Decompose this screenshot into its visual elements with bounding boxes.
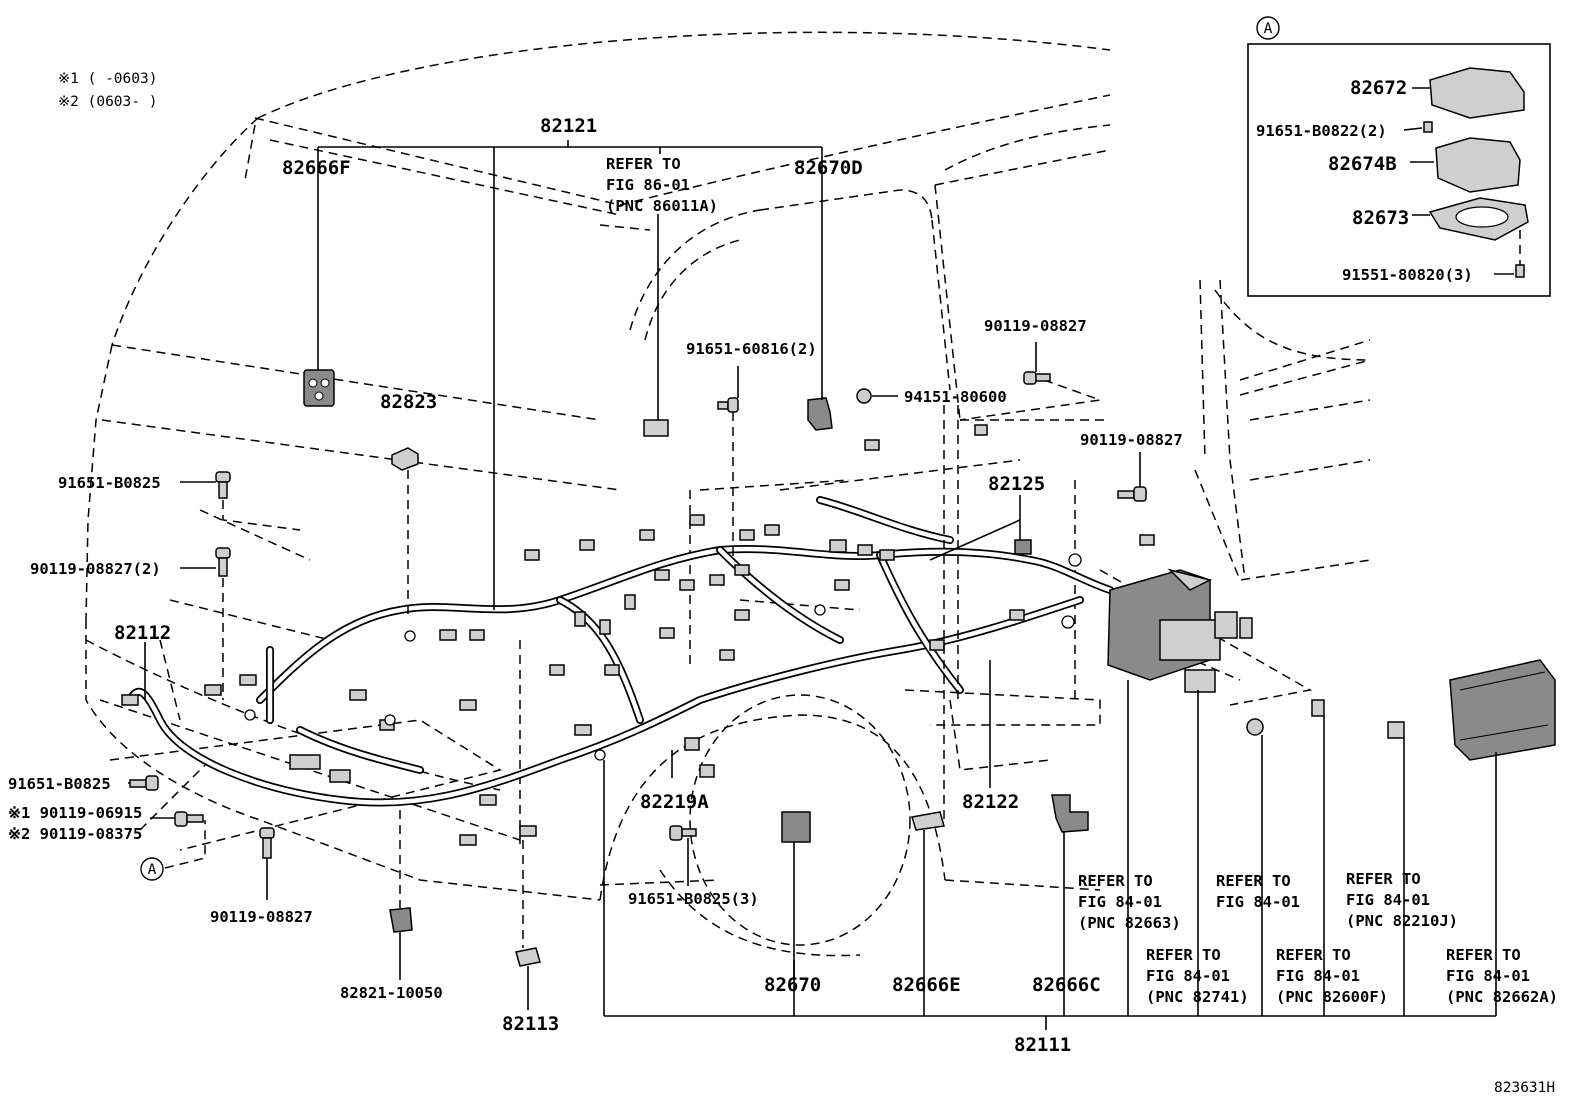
label-82823: 82823 [380,391,437,413]
marker-a: A [148,862,157,878]
ref-82600f-line3: (PNC 82600F) [1276,988,1388,1006]
inset-detail-a: A 82672 91651-B0822(2) 82674B 82673 9155… [1247,16,1551,297]
inset-marker: A [1264,21,1273,37]
label-91651-60816: 91651-60816(2) [686,340,817,358]
label-90119-08827-right: 90119-08827 [1080,431,1183,449]
ref-82741-line1: REFER TO [1146,946,1221,964]
label-82122: 82122 [962,791,1019,813]
inset-label-82672: 82672 [1350,77,1407,99]
harness-connectors [121,424,1155,846]
ref-82210j-line2: FIG 84-01 [1346,891,1430,909]
ref-fig84-line1: REFER TO [1216,872,1291,890]
inset-label-82674b: 82674B [1328,153,1397,175]
label-90119-08827-bottom: 90119-08827 [210,908,313,926]
ref-82210j-line1: REFER TO [1346,870,1421,888]
vehicle-body-outline [85,31,1371,957]
ref-fig84-line2: FIG 84-01 [1216,893,1300,911]
label-82821-10050: 82821-10050 [340,984,443,1002]
label-82121: 82121 [540,115,597,137]
ref-82662a-line2: FIG 84-01 [1446,967,1530,985]
inset-label-91551-80820: 91551-80820(3) [1342,266,1473,284]
ref-82600f-line2: FIG 84-01 [1276,967,1360,985]
inset-label-91651-b0822: 91651-B0822(2) [1256,122,1387,140]
label-82111: 82111 [1014,1034,1071,1056]
refer-86-line3: (PNC 86011A) [606,197,718,215]
label-82112: 82112 [114,622,171,644]
ref-82600f-line1: REFER TO [1276,946,1351,964]
label-90119-06915: ※1 90119-06915 [8,804,142,822]
label-82666f: 82666F [282,157,351,179]
label-91651-b0825-lower: 91651-B0825 [8,775,111,793]
wiring-harness [126,496,1114,807]
refer-86-line2: FIG 86-01 [606,176,690,194]
marker-a-circle [140,857,164,881]
ref-82210j-line3: (PNC 82210J) [1346,912,1458,930]
label-90119-08375: ※2 90119-08375 [8,825,142,843]
diagram-id: 823631H [1494,1080,1555,1096]
leader-lines [128,140,1497,1030]
ref-82662a-line3: (PNC 82662A) [1446,988,1558,1006]
separate-parts [129,369,1556,967]
label-90119-08827-top: 90119-08827 [984,317,1087,335]
label-82666e: 82666E [892,974,961,996]
label-90119-08827-2: 90119-08827(2) [30,560,161,578]
label-82125: 82125 [988,473,1045,495]
label-82670: 82670 [764,974,821,996]
label-91651-b0825-upper: 91651-B0825 [58,474,161,492]
part-labels: 82121 82666F REFER TO FIG 86-01 (PNC 860… [8,115,1558,1096]
ref-82663-line3: (PNC 82663) [1078,914,1181,932]
label-82219a: 82219A [640,791,709,813]
label-82670d: 82670D [794,157,863,179]
ref-82741-line3: (PNC 82741) [1146,988,1249,1006]
note-1: ※1 ( -0603) [58,71,157,87]
inset-marker-circle [1256,16,1280,40]
label-82666c: 82666C [1032,974,1101,996]
refer-86-line1: REFER TO [606,155,681,173]
ref-82741-line2: FIG 84-01 [1146,967,1230,985]
label-91651-b0825-3: 91651-B0825(3) [628,890,759,908]
ref-82662a-line1: REFER TO [1446,946,1521,964]
label-82113: 82113 [502,1013,559,1035]
note-2: ※2 (0603- ) [58,94,157,110]
label-94151-80600: 94151-80600 [904,388,1007,406]
ref-82663-line2: FIG 84-01 [1078,893,1162,911]
ref-82663-line1: REFER TO [1078,872,1153,890]
inset-label-82673: 82673 [1352,207,1409,229]
